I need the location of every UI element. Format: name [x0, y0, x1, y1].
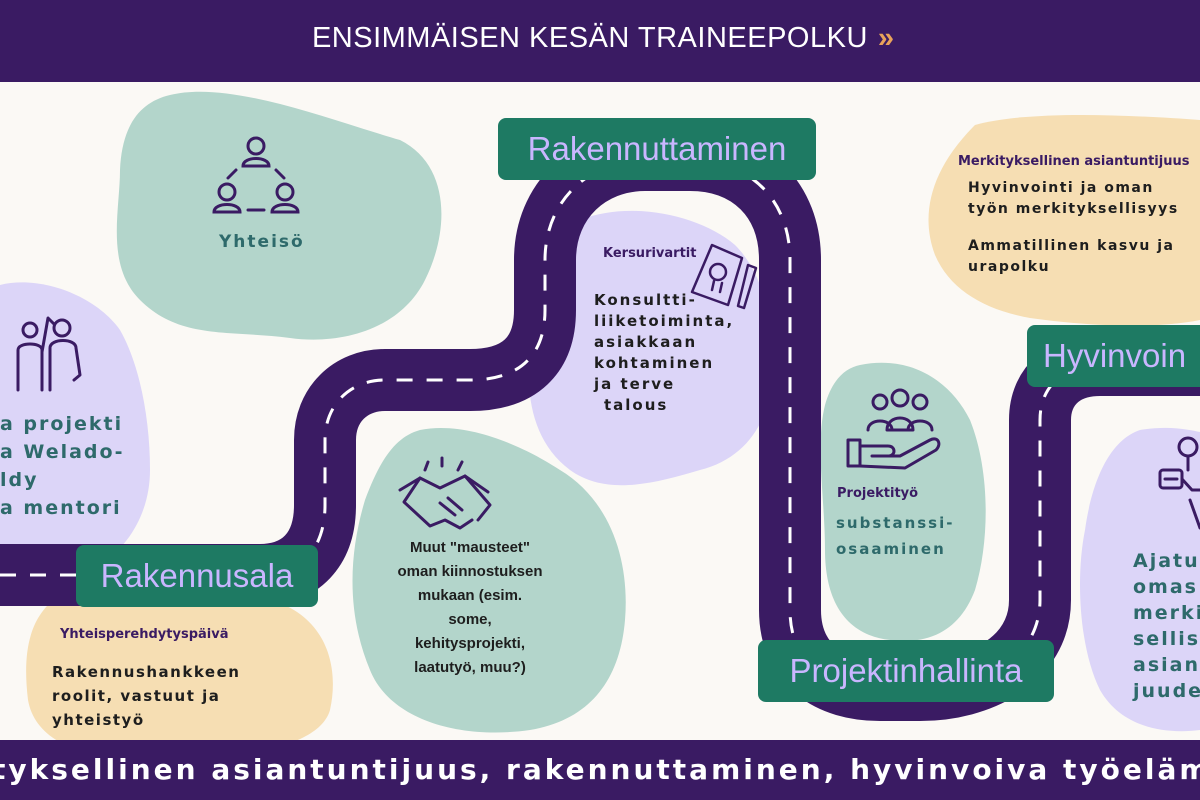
text-line: sellis [1133, 628, 1200, 650]
text-line: talous [604, 396, 669, 414]
yhteisperehdytys-text: Rakennushankkeen roolit, vastuut ja yhte… [52, 660, 240, 732]
text-line: ja terve [594, 375, 676, 393]
text-line: osaaminen [836, 540, 946, 558]
text-line: merki [1133, 602, 1200, 624]
projektityo-blob [820, 362, 986, 641]
text-line: omas [1133, 576, 1198, 598]
merkityksellinen-blob [928, 115, 1200, 326]
yhteiso-label: Yhteisö [219, 232, 305, 252]
text-line: asian [1133, 654, 1200, 676]
text-line: Konsultti- [594, 291, 697, 309]
right-lavender-blob [1080, 427, 1200, 732]
stage-hyvinvointi: Hyvinvoin [1027, 325, 1200, 387]
yhteisperehdytys-heading: Yhteisperehdytyspäivä [60, 627, 229, 642]
merkityksellinen-heading: Merkityksellinen asiantuntijuus [958, 154, 1190, 169]
kersurivartit-blob [528, 210, 772, 486]
text-line: roolit, vastuut ja [52, 687, 221, 705]
ticker-text: tyksellinen asiantuntijuus, rakennuttami… [0, 753, 1200, 786]
kersurivartit-text: Konsultti- liiketoiminta, asiakkaan koht… [594, 290, 734, 416]
stage-label: Projektinhallinta [789, 652, 1023, 689]
projektityo-text: substanssi- osaaminen [836, 510, 954, 562]
left-lavender-blob [0, 282, 150, 585]
text-line: oman kiinnostuksen [397, 563, 543, 580]
left-blob-text: a projekti a Welado- ldy a mentori [0, 410, 124, 522]
left-blob-line: a mentori [0, 497, 122, 519]
text-line: urapolku [968, 259, 1051, 275]
left-blob-line: a Welado- [0, 441, 125, 463]
stage-projektinhallinta: Projektinhallinta [758, 640, 1054, 702]
team-hand-icon [846, 388, 941, 470]
community-icon [212, 136, 300, 214]
text-line: Ajatu [1133, 550, 1200, 572]
left-blob-line: a projekti [0, 413, 124, 435]
text-line: liiketoiminta, [594, 312, 735, 330]
mausteet-blob [352, 428, 626, 733]
right-blob-text: Ajatu omas merki sellis asian juude [1133, 548, 1200, 704]
text-line: Ammatillinen kasvu ja [968, 238, 1175, 254]
text-line: mukaan (esim. [417, 587, 523, 604]
stage-rakennusala: Rakennusala [76, 545, 318, 607]
handshake-icon [398, 456, 492, 530]
stage-label: Rakennuttaminen [527, 130, 787, 167]
text-line: työn merkityksellisyys [968, 201, 1179, 217]
projektityo-heading: Projektityö [837, 486, 919, 501]
chevron-right-icon: » [877, 22, 894, 54]
text-line: Hyvinvointi ja oman [968, 180, 1154, 196]
text-line: Rakennushankkeen [52, 663, 241, 681]
text-line: some, [448, 611, 492, 628]
mausteet-text: Muut "mausteet" oman kiinnostuksen mukaa… [370, 536, 570, 680]
idea-document-icon [690, 243, 758, 310]
yhteiso-blob [116, 91, 442, 340]
left-blob-line: ldy [0, 469, 39, 491]
text-line: substanssi- [836, 514, 955, 532]
text-line: laatutyö, muu?) [414, 659, 526, 676]
page-title: ENSIMMÄISEN KESÄN TRAINEEPOLKU » [0, 22, 1200, 55]
text-line: Muut "mausteet" [409, 539, 531, 556]
person-network-icon [1158, 436, 1200, 530]
mentor-icon [16, 316, 82, 392]
stage-rakennuttaminen: Rakennuttaminen [498, 118, 816, 180]
spacer [968, 220, 1179, 236]
stage-label: Rakennusala [100, 557, 294, 594]
text-line: asiakkaan [594, 333, 698, 351]
merkityksellinen-text: Hyvinvointi ja oman työn merkityksellisy… [968, 178, 1179, 278]
yhteisperehdytys-blob [26, 580, 333, 760]
text-line: juude [1133, 680, 1200, 702]
text-line: kehitysprojekti, [414, 635, 526, 652]
title-text: ENSIMMÄISEN KESÄN TRAINEEPOLKU [311, 22, 868, 54]
text-line: yhteistyö [52, 711, 145, 729]
header-bar: ENSIMMÄISEN KESÄN TRAINEEPOLKU » [0, 0, 1200, 82]
kersurivartit-heading: Kersurivartit [603, 246, 697, 261]
text-line: kohtaminen [594, 354, 715, 372]
stage-label: Hyvinvoin [1043, 337, 1187, 374]
footer-ticker-bar: tyksellinen asiantuntijuus, rakennuttami… [0, 740, 1200, 800]
